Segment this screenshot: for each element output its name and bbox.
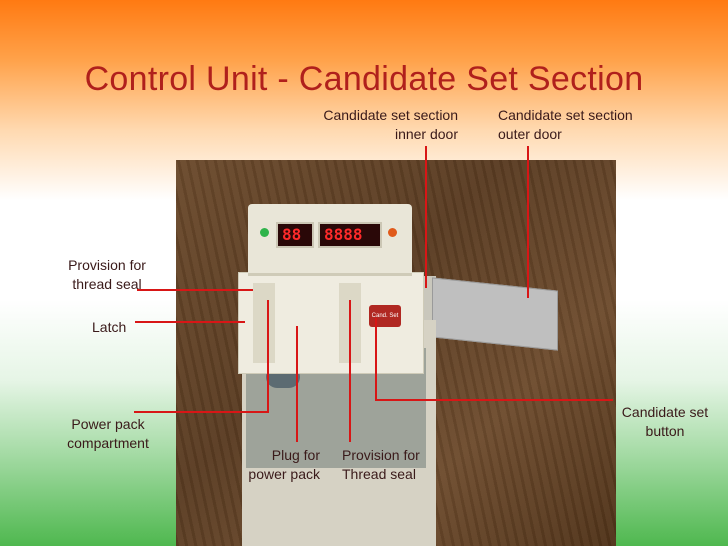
slide-title: Control Unit - Candidate Set Section <box>84 60 644 98</box>
pointer-button-h <box>375 399 613 401</box>
label-outer-door: Candidate set section outer door <box>498 107 633 142</box>
label-candidate-set-button: Candidate set button <box>621 404 709 439</box>
green-led-icon <box>260 228 269 237</box>
pointer-outer-door <box>527 146 529 298</box>
control-unit-photo: Cand. Set 88 8888 <box>176 160 616 546</box>
pointer-latch <box>135 321 245 323</box>
label-thread-seal-bottom: Provision for Thread seal <box>342 447 420 482</box>
pointer-plug <box>296 326 298 442</box>
pointer-power-pack-h <box>134 411 268 413</box>
unit-display-panel: 88 8888 <box>248 204 412 276</box>
display-left: 88 <box>276 222 314 248</box>
label-power-pack-compartment: Power pack compartment <box>67 416 149 451</box>
label-plug: Plug for power pack <box>248 447 320 482</box>
orange-led-icon <box>388 228 397 237</box>
pointer-thread-seal-left <box>137 289 253 291</box>
outer-door <box>432 277 558 351</box>
label-latch: Latch <box>92 319 127 335</box>
pointer-power-pack-v <box>267 300 269 413</box>
pointer-button-v <box>375 318 377 400</box>
pointer-inner-door <box>425 146 427 288</box>
pointer-thread-seal-bottom <box>349 300 351 442</box>
candidate-set-red-button: Cand. Set <box>369 305 401 327</box>
display-right: 8888 <box>318 222 382 248</box>
label-inner-door: Candidate set section inner door <box>323 107 458 142</box>
label-thread-seal-left: Provision for thread seal <box>68 257 146 292</box>
candidate-set-compartment: Cand. Set <box>238 272 424 374</box>
compartment-slot <box>253 283 275 363</box>
